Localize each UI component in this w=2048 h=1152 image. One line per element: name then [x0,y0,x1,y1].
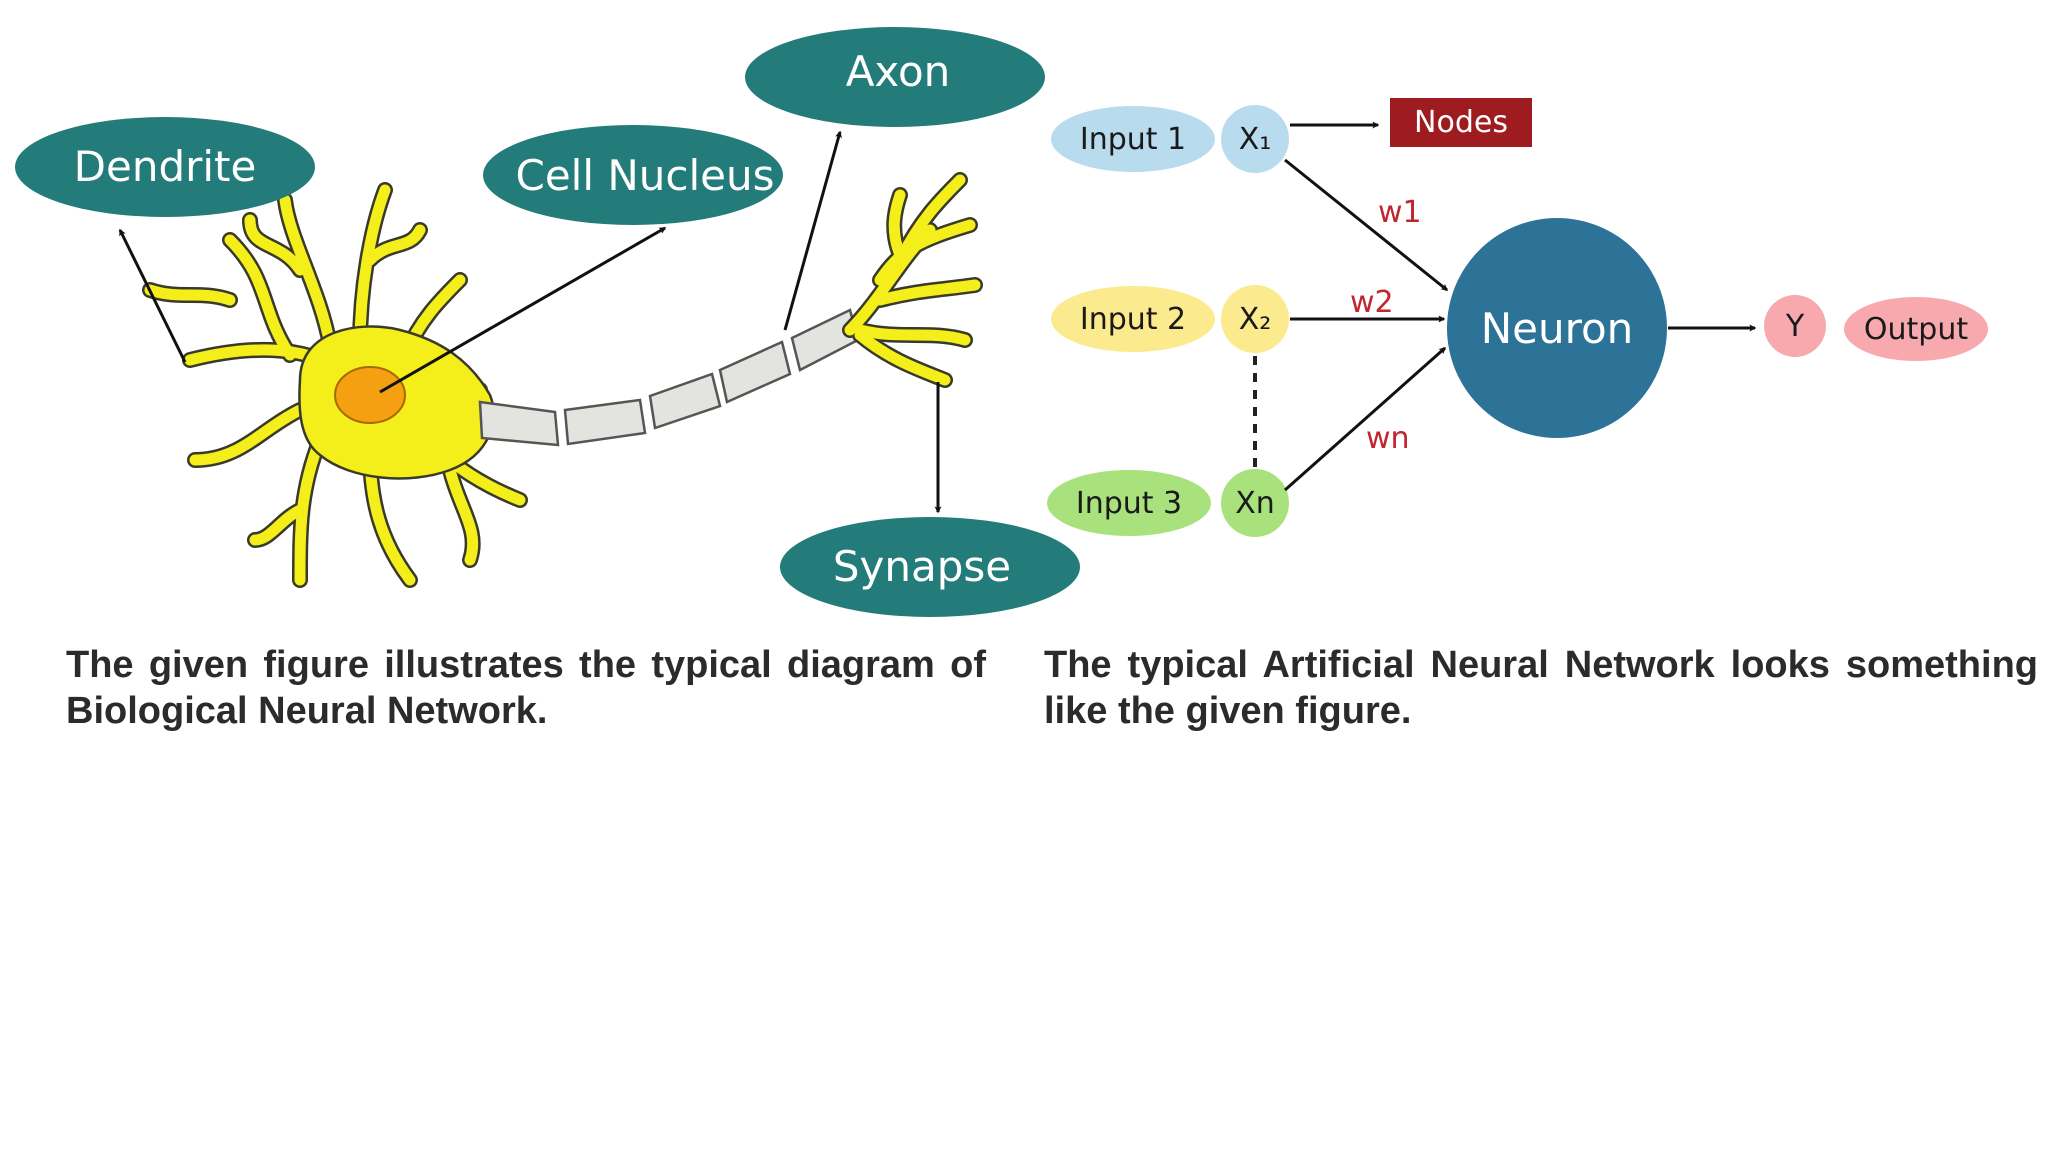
biological-caption: The given figure illustrates the typical… [66,644,986,732]
output-node-y: Y [1764,295,1826,357]
node-x2-label: X₂ [1239,302,1272,337]
neuron-label: Neuron [1481,304,1634,353]
node-x2: X₂ [1221,285,1289,353]
node-x1-label: X₁ [1239,122,1272,157]
label-cell-nucleus: Cell Nucleus [483,125,783,225]
output-node-y-label: Y [1785,309,1805,344]
input-1: Input 1 [1051,106,1215,172]
weight-w1: w1 [1378,195,1422,230]
input-3-label: Input 3 [1076,486,1182,521]
label-synapse: Synapse [780,517,1080,617]
ann-arrows [1284,121,1757,492]
input-2-label: Input 2 [1080,302,1186,337]
axon-terminal [842,172,983,388]
input-2: Input 2 [1051,286,1215,352]
label-cell-nucleus-text: Cell Nucleus [516,151,775,200]
biological-arrows [118,130,942,514]
input-3: Input 3 [1047,470,1211,536]
label-dendrite: Dendrite [15,117,315,217]
arrow-to-dendrite [118,228,187,363]
output-label: Output [1844,297,1988,361]
label-synapse-text: Synapse [833,542,1011,591]
label-axon: Axon [745,27,1045,127]
nodes-label-box: Nodes [1390,98,1532,147]
weight-w2: w2 [1350,285,1394,320]
cell-nucleus [334,366,406,424]
label-dendrite-text: Dendrite [74,142,257,191]
neuron: Neuron [1447,218,1667,438]
label-axon-text: Axon [846,47,951,96]
node-xn: Xn [1221,469,1289,537]
arrow-to-cell-nucleus [379,226,667,394]
arrow-x1-to-neuron [1284,158,1449,292]
nodes-label-text: Nodes [1414,105,1508,140]
weight-wn: wn [1366,421,1410,456]
biological-neuron-illustration [142,172,983,588]
artificial-caption: The typical Artificial Neural Network lo… [1044,644,2038,732]
myelin-sheaths [478,308,860,447]
input-1-label: Input 1 [1080,122,1186,157]
node-xn-label: Xn [1235,486,1275,521]
axon-terminal-fill [844,174,981,386]
arrow-to-axon [783,130,842,331]
arrow-xn-to-neuron [1284,346,1447,492]
output-label-text: Output [1864,312,1968,347]
node-x1: X₁ [1221,105,1289,173]
